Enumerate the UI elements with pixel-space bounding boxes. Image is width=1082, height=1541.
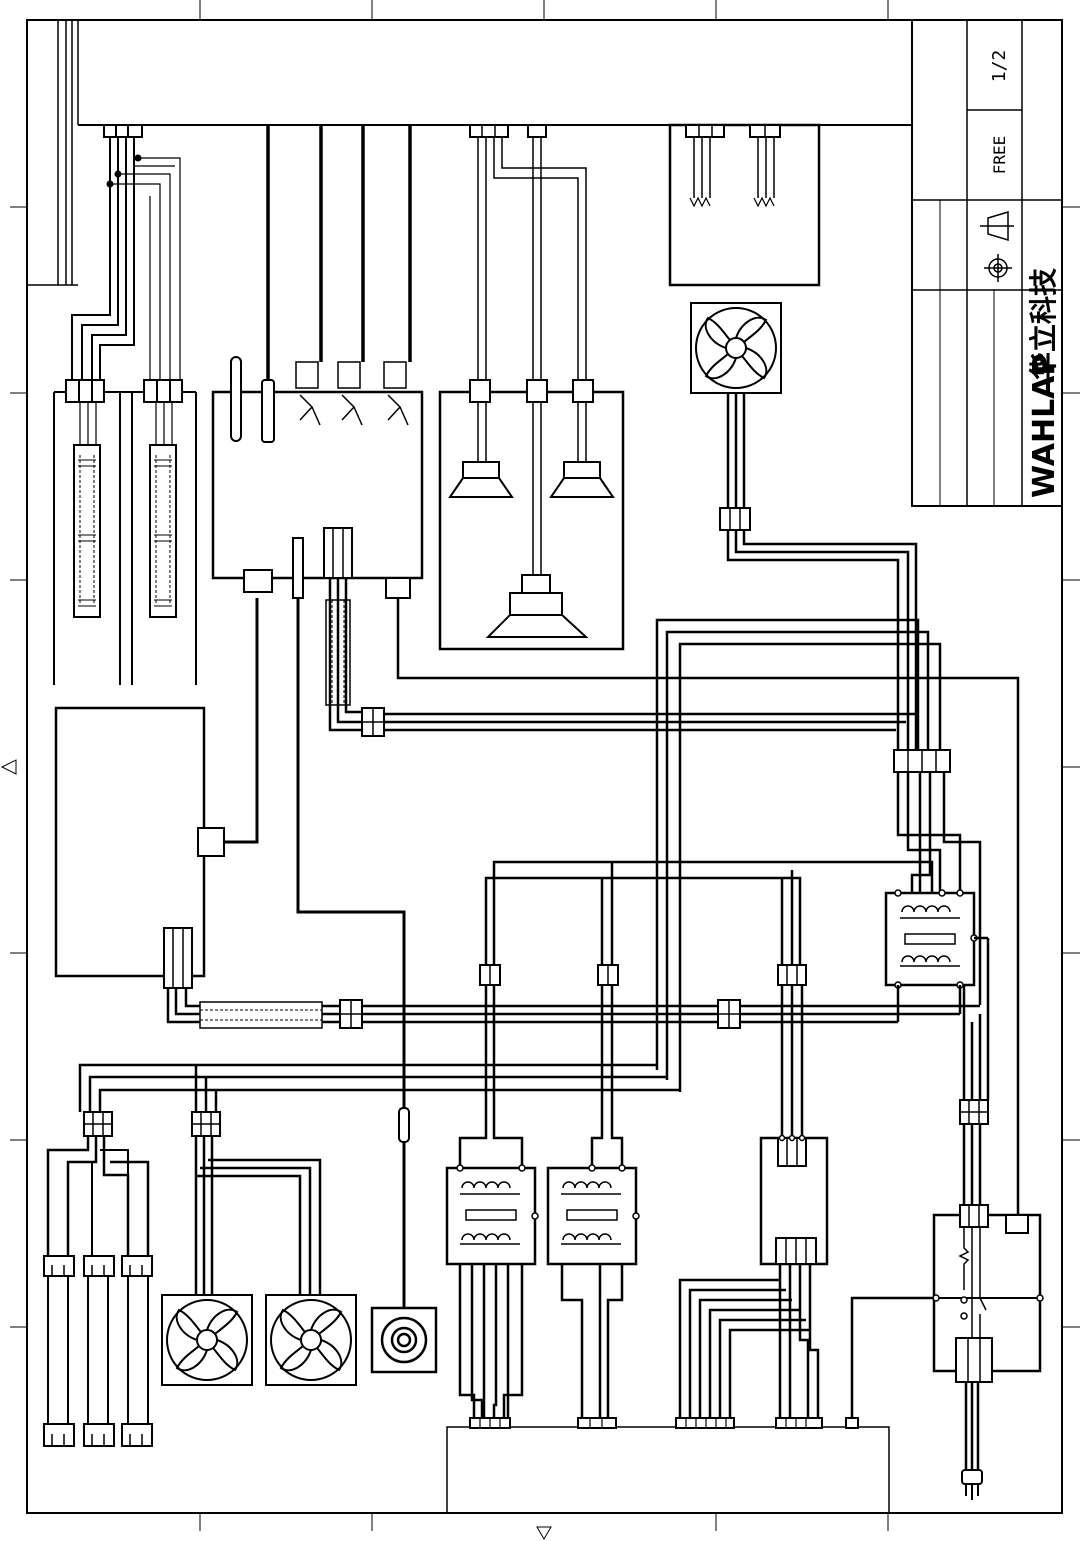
main-board <box>213 125 422 598</box>
right-bus-wiring <box>326 392 1018 1215</box>
center-lead <box>298 598 409 1308</box>
fan-icon <box>691 303 781 393</box>
push-button-group <box>44 1256 152 1446</box>
power-plug-icon <box>962 1382 982 1500</box>
brand-logo: WAHLAP 华立科技 <box>1027 268 1062 498</box>
buzzer-icon <box>372 1308 436 1372</box>
projection-icon <box>980 212 1014 282</box>
woofer-icon <box>488 575 586 637</box>
sheet-number: 1/2 <box>989 50 1010 83</box>
cabinet-fan-icon <box>162 1295 356 1385</box>
terminal-board <box>447 1418 889 1513</box>
coin-mech-harness <box>72 125 180 390</box>
speaker-icon <box>450 462 613 497</box>
speaker-box <box>440 125 623 649</box>
power-transformer-icon <box>447 1165 639 1418</box>
scale-label: FREE <box>990 136 1009 175</box>
control-panel <box>56 598 980 1028</box>
lamp-unit <box>670 125 819 285</box>
power-inlet <box>852 985 1043 1418</box>
svg-text:华立科技: 华立科技 <box>1027 268 1060 380</box>
io-relay-board <box>680 1136 827 1419</box>
coin-selector-panel <box>54 380 196 685</box>
